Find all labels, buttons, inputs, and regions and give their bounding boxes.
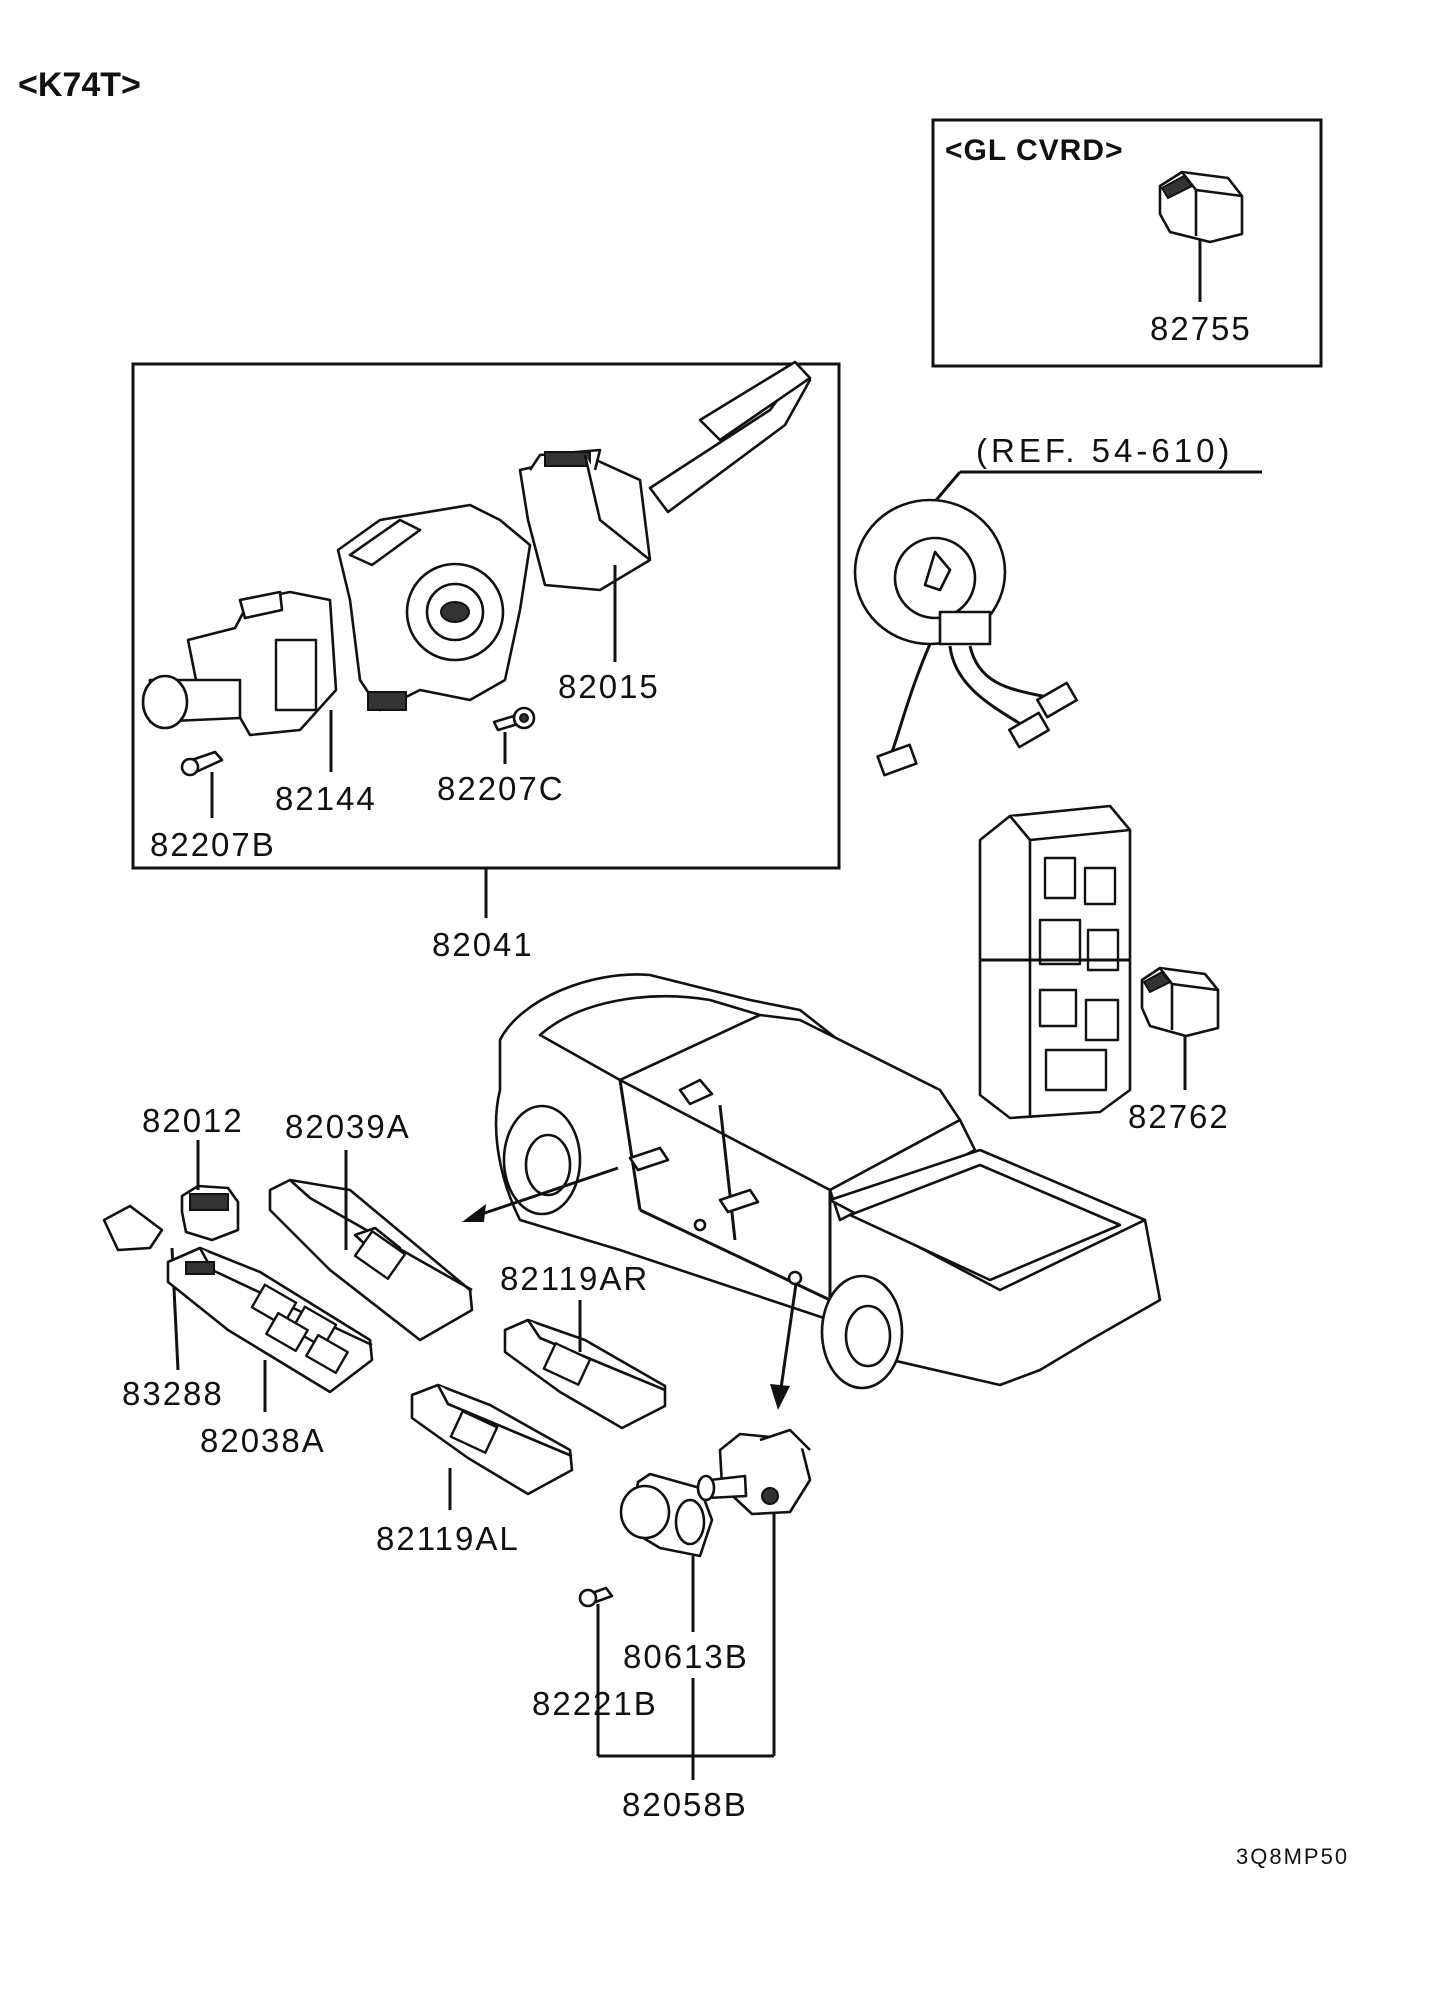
window-switch-82012-shape (180, 1184, 240, 1242)
part-82755-label: 82755 (1150, 310, 1252, 347)
inset-gl-cvrd: <GL CVRD> 82755 (931, 118, 1323, 368)
master-switch-panel-82039A-shape (268, 1178, 474, 1342)
relay-82762-shape (1140, 966, 1220, 1038)
part-82762-label: 82762 (1128, 1098, 1230, 1135)
clock-spring-shape (853, 498, 1079, 777)
diagram-code: <K74T> (18, 66, 141, 104)
part-82015-label: 82015 (558, 668, 660, 705)
screw-82207B-shape (180, 750, 224, 777)
relay-82755-shape (1158, 170, 1244, 244)
part-82207C-label: 82207C (437, 770, 565, 807)
part-82119AR-label: 82119AR (500, 1260, 649, 1297)
window-switch-82119AL-shape (410, 1383, 574, 1496)
window-switch-82119AR-shape (503, 1318, 667, 1430)
part-82038A-label: 82038A (200, 1422, 326, 1459)
junction-block-shape (978, 804, 1132, 1120)
door-switch-80613B-shape (619, 1472, 714, 1558)
drawing-number: 3Q8MP50 (1236, 1844, 1349, 1869)
inset-box (931, 118, 1323, 368)
clock-spring-reference: (REF. 54-610) (853, 432, 1262, 777)
inset-title: <GL CVRD> (945, 134, 1124, 167)
part-82221B-label: 82221B (532, 1685, 658, 1722)
combination-switch-group: 82015 82144 82207C 82207B 82041 (131, 360, 841, 963)
cover-83288-shape (102, 1204, 164, 1252)
pickup-truck-outline (462, 973, 1162, 1410)
part-82144-label: 82144 (275, 780, 377, 817)
part-83288-label: 83288 (122, 1375, 224, 1412)
switch-body-shape (336, 503, 532, 712)
part-82039A-label: 82039A (285, 1108, 411, 1145)
part-82041-label: 82041 (432, 926, 534, 963)
part-82058B-label: 82058B (622, 1786, 748, 1823)
part-82119AL-label: 82119AL (376, 1520, 520, 1557)
part-82012-label: 82012 (142, 1102, 244, 1139)
door-switch-housing-shape (696, 1428, 812, 1516)
arrow-to-front-switch (469, 1166, 619, 1220)
screw-82221B-shape (578, 1586, 614, 1608)
light-switch-82144-shape (141, 590, 338, 737)
arrow-to-door-switch (778, 1283, 798, 1396)
reference-note: (REF. 54-610) (976, 432, 1233, 469)
wiper-switch-82015-shape (518, 360, 812, 592)
screw-82207C-shape (492, 706, 536, 732)
master-switch-82038A-shape (166, 1246, 374, 1394)
part-80613B-label: 80613B (623, 1638, 749, 1675)
part-82207B-label: 82207B (150, 826, 276, 863)
